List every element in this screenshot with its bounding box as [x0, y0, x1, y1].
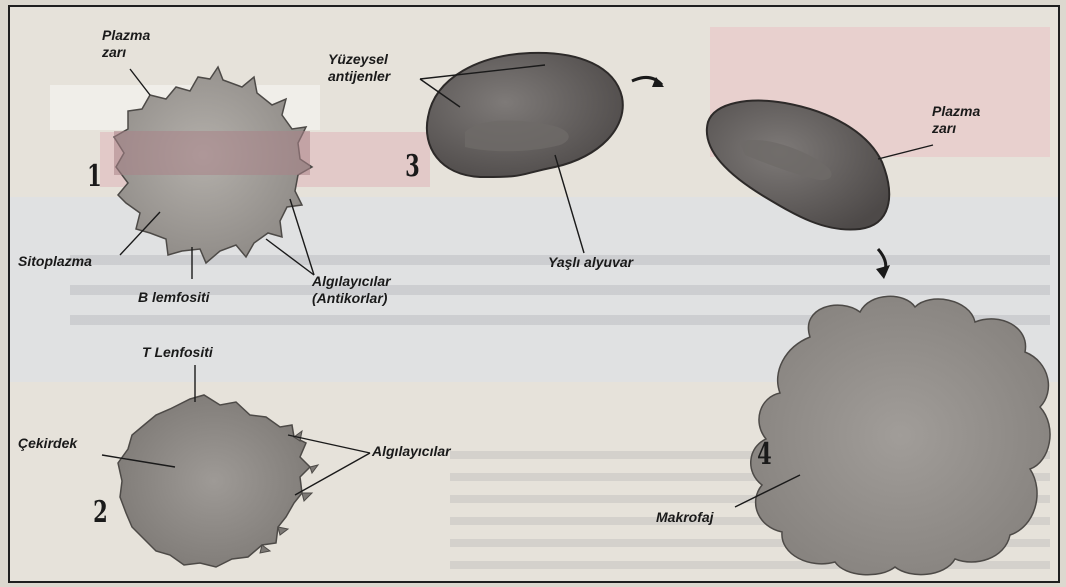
label-algilayicilar-antikorlar: Algılayıcılar (Antikorlar)	[312, 273, 391, 307]
t-lymphocyte-cell	[118, 395, 318, 567]
label-yuzeysel-antijenler: Yüzeysel antijenler	[328, 51, 390, 85]
label-makrofaj: Makrofaj	[656, 509, 714, 526]
label-plazma-zari-2: Plazma zarı	[932, 103, 980, 137]
figure-number-3: 3	[405, 149, 420, 184]
figure-number-2: 2	[93, 495, 108, 530]
label-t-lenfositi: T Lenfositi	[142, 344, 213, 361]
diagram-frame: 1 2 3 4 Plazma zarı Sitoplazma B lemfosi…	[8, 5, 1060, 583]
label-yasli-alyuvar: Yaşlı alyuvar	[548, 254, 633, 271]
old-erythrocyte-cell	[427, 53, 623, 177]
figure-number-1: 1	[87, 159, 102, 194]
label-plazma-zari-1: Plazma zarı	[102, 27, 150, 61]
engulfed-erythrocyte-cell	[707, 101, 889, 230]
label-cekirdek: Çekirdek	[18, 435, 77, 452]
label-algilayicilar: Algılayıcılar	[372, 443, 451, 460]
b-lymphocyte-cell	[114, 67, 312, 263]
label-sitoplazma: Sitoplazma	[18, 253, 92, 270]
label-b-lenfositi: B lemfositi	[138, 289, 210, 306]
figure-number-4: 4	[757, 437, 772, 472]
macrophage-cell	[751, 296, 1050, 574]
